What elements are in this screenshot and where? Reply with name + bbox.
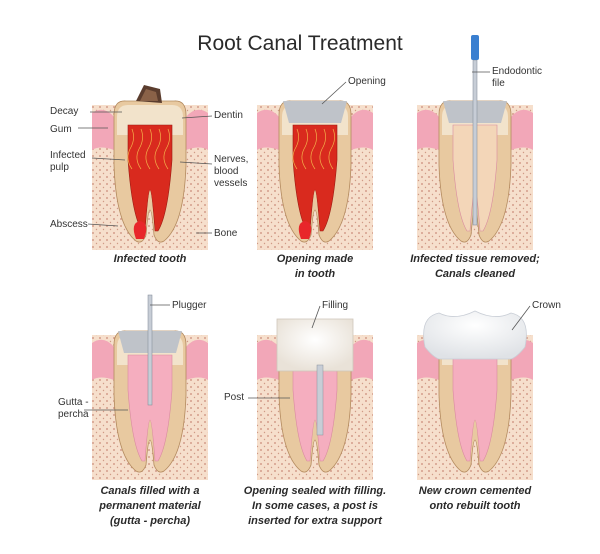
tooth-panel-4 [92, 294, 208, 480]
nerve-line [328, 128, 335, 170]
leader-line [511, 305, 531, 331]
pulp-canal [127, 354, 173, 462]
label-panel-4-2: Gutta - percha [58, 397, 89, 420]
label-panel-1-2: Gum [50, 124, 72, 135]
leader-line [311, 305, 321, 329]
label-panel-3-1: Endodontic file [492, 66, 543, 89]
label-panel-1-5: Dentin [214, 110, 243, 121]
crown [423, 310, 527, 360]
nerve-line [319, 128, 326, 170]
pulp-canal [292, 354, 338, 462]
pulp-canal [127, 124, 173, 232]
pulp-canal [292, 124, 338, 232]
caption-panel-3: Infected tissue removed; Canals cleaned [410, 253, 540, 280]
label-panel-6-1: Crown [532, 300, 561, 311]
endodontic-file-handle [471, 35, 479, 60]
abscess [133, 221, 147, 239]
label-panel-2-1: Opening [348, 76, 386, 87]
tooth-panel-6 [417, 310, 533, 480]
leader-line [179, 161, 213, 165]
gum-left [257, 109, 279, 150]
nerve-line [292, 128, 299, 170]
nerve-line [154, 128, 161, 170]
caption-panel-1: Infected tooth [113, 253, 187, 265]
gum-left [417, 109, 439, 150]
gum-right [186, 109, 208, 150]
gum-right [186, 339, 208, 380]
tooth-panel-1 [92, 85, 208, 250]
leader-line [91, 157, 126, 161]
tooth-panel-5 [257, 318, 373, 480]
nerve-line [310, 128, 317, 170]
tooth-panel-2 [257, 100, 373, 250]
label-panel-5-1: Filling [322, 300, 349, 311]
nerve-line [127, 128, 134, 170]
nerve-line [301, 128, 308, 170]
label-panel-1-7: Bone [214, 228, 238, 239]
nerve-line [145, 128, 152, 170]
leader-line [181, 115, 213, 119]
plugger-shaft [147, 294, 153, 406]
leader-line [321, 81, 347, 105]
filling-block [276, 318, 354, 372]
page-title: Root Canal Treatment [197, 32, 403, 55]
pulp-canal [452, 354, 498, 462]
gum-left [257, 339, 279, 380]
label-panel-4-1: Plugger [172, 300, 207, 311]
tooth-panel-3 [417, 35, 533, 250]
caption-panel-6: New crown cemented onto rebuilt tooth [418, 485, 532, 512]
abscess [298, 221, 312, 239]
label-panel-1-3: Infected pulp [50, 150, 86, 173]
gum-right [511, 109, 533, 150]
endodontic-file-shaft [472, 59, 478, 226]
caption-panel-4: Canals filled with a permanent material … [99, 485, 201, 527]
gum-left [92, 339, 114, 380]
nerve-line [136, 128, 143, 170]
gum-right [351, 109, 373, 150]
label-panel-5-2: Post [224, 392, 245, 403]
label-panel-1-4: Abscess [50, 219, 88, 230]
leader-line [87, 223, 119, 227]
nerve-line [163, 128, 170, 170]
label-panel-1-1: Decay [50, 106, 79, 117]
label-panel-1-6: Nerves, blood vessels [214, 154, 249, 189]
gum-right [351, 339, 373, 380]
caption-panel-5: Opening sealed with filling. In some cas… [243, 485, 387, 527]
opening-cavity [283, 101, 347, 123]
caption-panel-2: Opening made in tooth [276, 253, 354, 280]
gum-left [92, 109, 114, 150]
post [316, 364, 324, 436]
decay-inner [140, 89, 158, 101]
